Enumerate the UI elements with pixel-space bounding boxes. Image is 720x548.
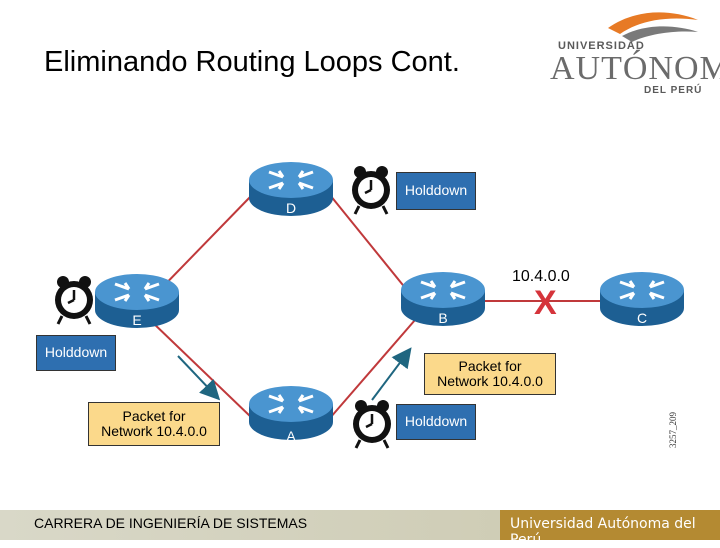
link-d-b [329,194,416,301]
packet-arrow-right [371,347,412,401]
packet-arrow-left [177,355,221,401]
router-d: D [247,160,335,218]
packet-box-right: Packet for Network 10.4.0.0 [424,353,556,395]
packet-box-right-line1: Packet for [458,357,522,374]
network-label: 10.4.0.0 [512,268,570,285]
university-logo: UNIVERSIDAD AUTÓNOMA DEL PERÚ [548,6,720,98]
router-a-label: A [286,428,296,444]
slide-title: Eliminando Routing Loops Cont. [44,46,460,78]
router-d-label: D [286,200,296,216]
router-a: A [247,384,335,444]
packet-box-left-line1: Packet for [122,407,186,424]
packet-box-left: Packet for Network 10.4.0.0 [88,402,220,446]
link-failure-mark: X [534,284,557,322]
network-diagram: D E B C A [53,160,686,450]
footer-bar: CARRERA DE INGENIERÍA DE SISTEMAS Univer… [0,510,720,548]
logo-swoosh-icon [608,12,698,42]
router-b: B [399,270,487,328]
holddown-box-d: Holddown [396,172,476,210]
footer-right-background [500,510,720,540]
packet-box-left-line2: Network 10.4.0.0 [101,423,207,439]
router-c: C [598,270,686,328]
footer-career-name: CARRERA DE INGENIERÍA DE SISTEMAS [34,515,308,531]
footer-left-background [0,510,500,540]
router-e-label: E [132,312,141,328]
logo-line1: UNIVERSIDAD [558,40,645,52]
logo-line3: DEL PERÚ [644,85,703,96]
logo-line2: AUTÓNOMA [550,50,720,87]
packet-box-right-line2: Network 10.4.0.0 [437,373,543,389]
link-e-a [149,319,253,419]
link-b-a [329,319,416,419]
alarm-clock-icon [351,398,393,450]
footer-university-name: Universidad Autónoma del Perú [510,516,696,548]
holddown-box-e: Holddown [36,335,116,371]
holddown-box-a: Holddown [396,404,476,440]
alarm-clock-icon [53,274,95,326]
alarm-clock-icon [350,164,392,216]
router-b-label: B [438,310,447,326]
router-c-label: C [637,310,647,326]
router-e: E [93,272,181,330]
